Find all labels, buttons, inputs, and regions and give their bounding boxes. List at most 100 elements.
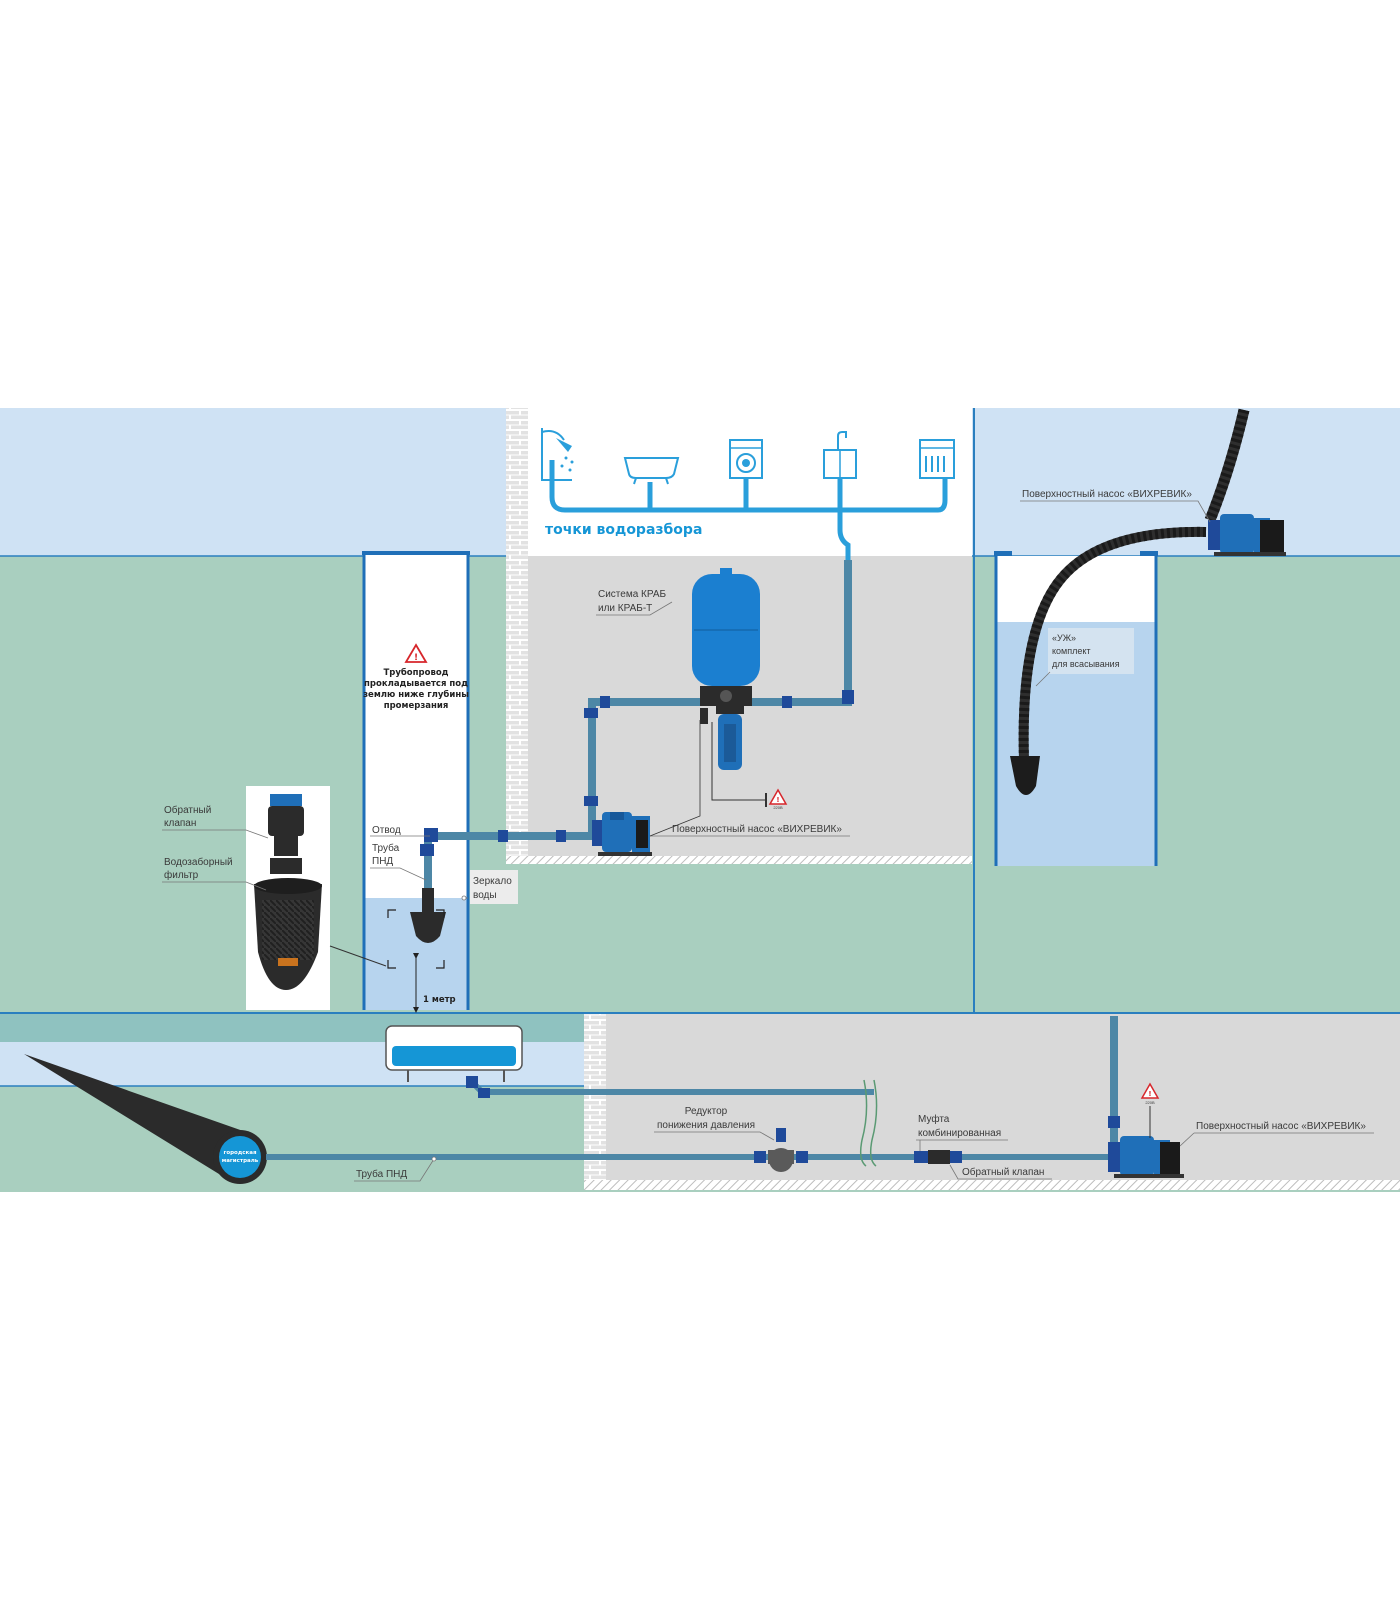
sign-code: 220В (773, 805, 783, 810)
pump-icon (1108, 1136, 1184, 1178)
water-label-box (470, 870, 518, 904)
fitting (1108, 1116, 1120, 1128)
house-upper-room (506, 408, 972, 558)
pressure-reducer-icon (754, 1128, 808, 1172)
check-valve-icon (268, 794, 304, 856)
check-valve-label-line2: клапан (164, 818, 196, 829)
fitting (420, 844, 434, 856)
uzh-label-line2: комплект (1052, 646, 1091, 656)
pump-icon (592, 812, 652, 856)
coupling-label-line1: Муфта (918, 1113, 950, 1125)
pump-topright-leader (1020, 500, 1211, 523)
fitting (556, 830, 566, 842)
city-main-pipe (24, 1054, 246, 1182)
water-label-line2: воды (473, 890, 497, 901)
pipe-break-right (869, 1079, 878, 1167)
city-main-line1: городская (223, 1150, 257, 1156)
fitting (584, 708, 598, 718)
pump-center-label: Поверхностный насос «ВИХРЕВИК» (672, 824, 842, 835)
bottom-divider (0, 1012, 1400, 1014)
filter-frame (387, 909, 445, 969)
city-main-panel: городская магистраль (24, 1016, 1374, 1184)
sink-icon (823, 431, 857, 479)
fitting (498, 830, 508, 842)
pipe-bottom-dot (431, 1156, 437, 1162)
water-label-line1: Зеркало (473, 876, 512, 887)
fitting (842, 690, 854, 704)
branch-label: Отвод (372, 825, 401, 836)
pump-bottom-leader-tip (1179, 1132, 1195, 1147)
check-valve-bottom-label: Обратный клапан (962, 1166, 1044, 1178)
krab-label-line1: Система КРАБ (598, 589, 667, 600)
krab-system: ! 220В Система КРАБ или КРАБ-Т Поверхнос… (420, 560, 854, 890)
reducer-label-line1: Редуктор (685, 1106, 728, 1117)
points-manifold (549, 460, 948, 513)
points-title: точки водоразбора (545, 522, 702, 538)
pipe-bottom-label: Труба ПНД (356, 1168, 407, 1180)
washing-machine-icon (729, 439, 763, 479)
warning-line1: Трубопровод (383, 667, 448, 678)
uzh-label-line1: «УЖ» (1052, 633, 1076, 643)
pipe-break-left (859, 1079, 868, 1167)
suction-kit-panel: Поверхностный насос «ВИХРЕВИК» «УЖ» комп… (1010, 408, 1286, 795)
uzh-label-box (1048, 628, 1134, 674)
bottom-floor (584, 1180, 1400, 1190)
pipe-label-line2: ПНД (372, 856, 393, 867)
fitting (600, 696, 610, 708)
warning-line3: землю ниже глубины (363, 689, 469, 700)
check-valve-bottom-icon (928, 1150, 962, 1164)
fitting (782, 696, 792, 708)
pipe-label-line1: Труба (372, 842, 400, 854)
well-right-rim-left (994, 551, 1012, 556)
coupling-icon (914, 1151, 928, 1163)
fitting (466, 1076, 478, 1088)
bottom-brick-wall (584, 1014, 606, 1186)
pump-icon (1208, 514, 1286, 556)
dishwasher-icon (919, 439, 955, 479)
city-main-line2: магистраль (222, 1158, 259, 1164)
shower-icon (541, 428, 574, 481)
pump-bottom-label: Поверхностный насос «ВИХРЕВИК» (1196, 1121, 1366, 1132)
svg-text:!: ! (776, 796, 779, 804)
discharge-hose-ribs (1204, 408, 1250, 523)
cable (711, 722, 766, 801)
basement-floor (506, 856, 972, 864)
filter-leader (162, 881, 267, 891)
water-points: точки водоразбора (541, 428, 955, 690)
detail-callout: Обратный клапан Водозаборный фильтр (162, 786, 387, 1010)
city-main-face (219, 1136, 261, 1178)
intake-filter-large-icon (254, 858, 322, 990)
water-filter-icon (700, 706, 744, 770)
sign-code: 220В (1145, 1100, 1155, 1105)
warning-icon: ! 220В (768, 788, 788, 810)
callout-connector (329, 945, 387, 967)
pipe-bottom-leader (354, 1158, 435, 1182)
check-valve-label-line1: Обратный (164, 804, 211, 816)
points-riser (837, 510, 851, 690)
suction-filter-icon (1010, 756, 1040, 795)
warning-icon: ! 220В (1140, 1082, 1160, 1138)
suction-hose-ribs (1018, 526, 1207, 761)
bottom-room (584, 1014, 1400, 1186)
filter-label-line1: Водозаборный (164, 856, 233, 868)
pipe-leader (370, 867, 427, 881)
intake-filter-icon (410, 888, 446, 943)
fitting (584, 796, 598, 806)
uzh-label-line3: для всасывания (1052, 659, 1120, 669)
warning-line4: промерзания (384, 701, 449, 711)
check-valve-leader (162, 829, 269, 839)
pump-topright-label: Поверхностный насос «ВИХРЕВИК» (1022, 489, 1192, 500)
bathtub-icon (623, 457, 680, 485)
warning-icon: ! (404, 643, 428, 663)
branch-fitting (424, 828, 438, 842)
svg-text:!: ! (1148, 1090, 1151, 1098)
fitting (478, 1088, 490, 1098)
bathtub-icon (385, 1025, 523, 1082)
filter-label-line2: фильтр (164, 869, 199, 881)
tank-icon (692, 568, 760, 706)
left-well: ! Трубопровод прокладывается под землю н… (363, 643, 518, 1013)
one-meter-label: 1 метр (423, 995, 456, 1005)
warning-line2: прокладывается под (364, 679, 468, 689)
uzh-leader (1035, 671, 1051, 687)
